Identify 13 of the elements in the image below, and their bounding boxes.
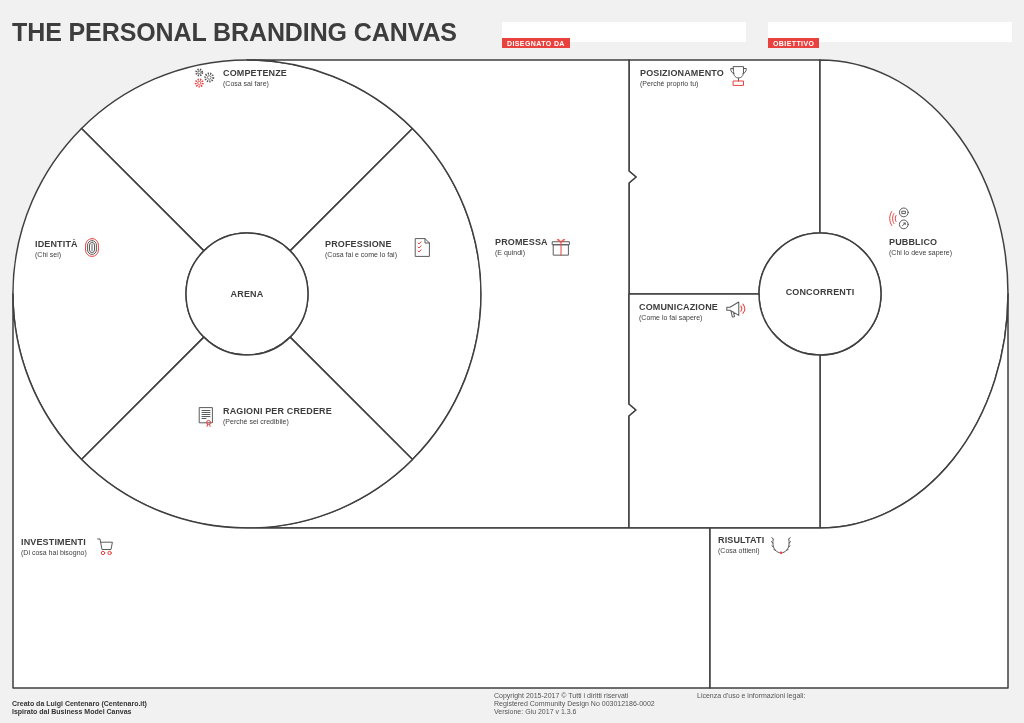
section-title: PROMESSA — [495, 238, 548, 247]
page-title: THE PERSONAL BRANDING CANVAS — [12, 20, 457, 45]
section-title: PUBBLICO — [889, 238, 938, 247]
section-title: INVESTIMENTI — [21, 538, 86, 547]
section-title: IDENTITÀ — [35, 240, 78, 249]
section-title: RISULTATI — [718, 536, 765, 545]
section-title: PROFESSIONE — [325, 240, 392, 249]
section-title: COMUNICAZIONE — [639, 303, 718, 312]
section-title: COMPETENZE — [223, 69, 287, 78]
section-title: ARENA — [229, 290, 265, 299]
section-title: RAGIONI PER CREDERE — [223, 407, 332, 416]
section-title: CONCORRENTI — [784, 288, 856, 297]
section-title: POSIZIONAMENTO — [640, 69, 724, 78]
